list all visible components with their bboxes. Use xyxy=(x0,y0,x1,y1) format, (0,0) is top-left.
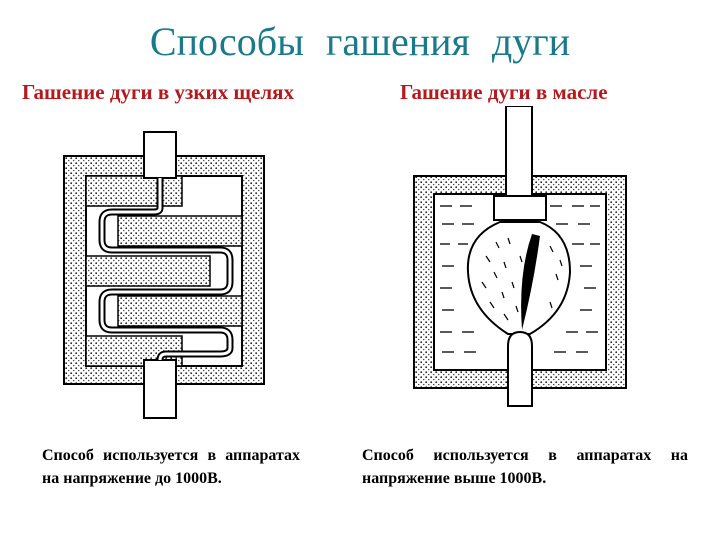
right-description: Способ используется в аппаратах на напря… xyxy=(362,447,688,487)
slide-title: Способы гашения дуги xyxy=(149,19,571,64)
arc-path xyxy=(521,234,540,330)
plate xyxy=(117,295,243,327)
plate xyxy=(117,215,243,247)
plate xyxy=(85,255,211,287)
lower-contact xyxy=(507,330,533,407)
upper-contact xyxy=(493,195,547,221)
oil-quenching-diagram xyxy=(413,106,627,407)
right-heading: Гашение дуги в масле xyxy=(400,80,608,104)
gas-bubble xyxy=(466,221,572,335)
plate xyxy=(85,175,183,207)
bubble-texture xyxy=(481,237,563,321)
upper-rod xyxy=(505,106,533,199)
oil-lines xyxy=(440,205,600,353)
upper-contact xyxy=(143,131,177,179)
lower-contact xyxy=(143,359,177,419)
left-heading: Гашение дуги в узких щелях xyxy=(22,80,295,104)
left-description: Способ используется в аппаратах на напря… xyxy=(42,447,300,487)
narrow-slit-diagram xyxy=(63,131,265,419)
